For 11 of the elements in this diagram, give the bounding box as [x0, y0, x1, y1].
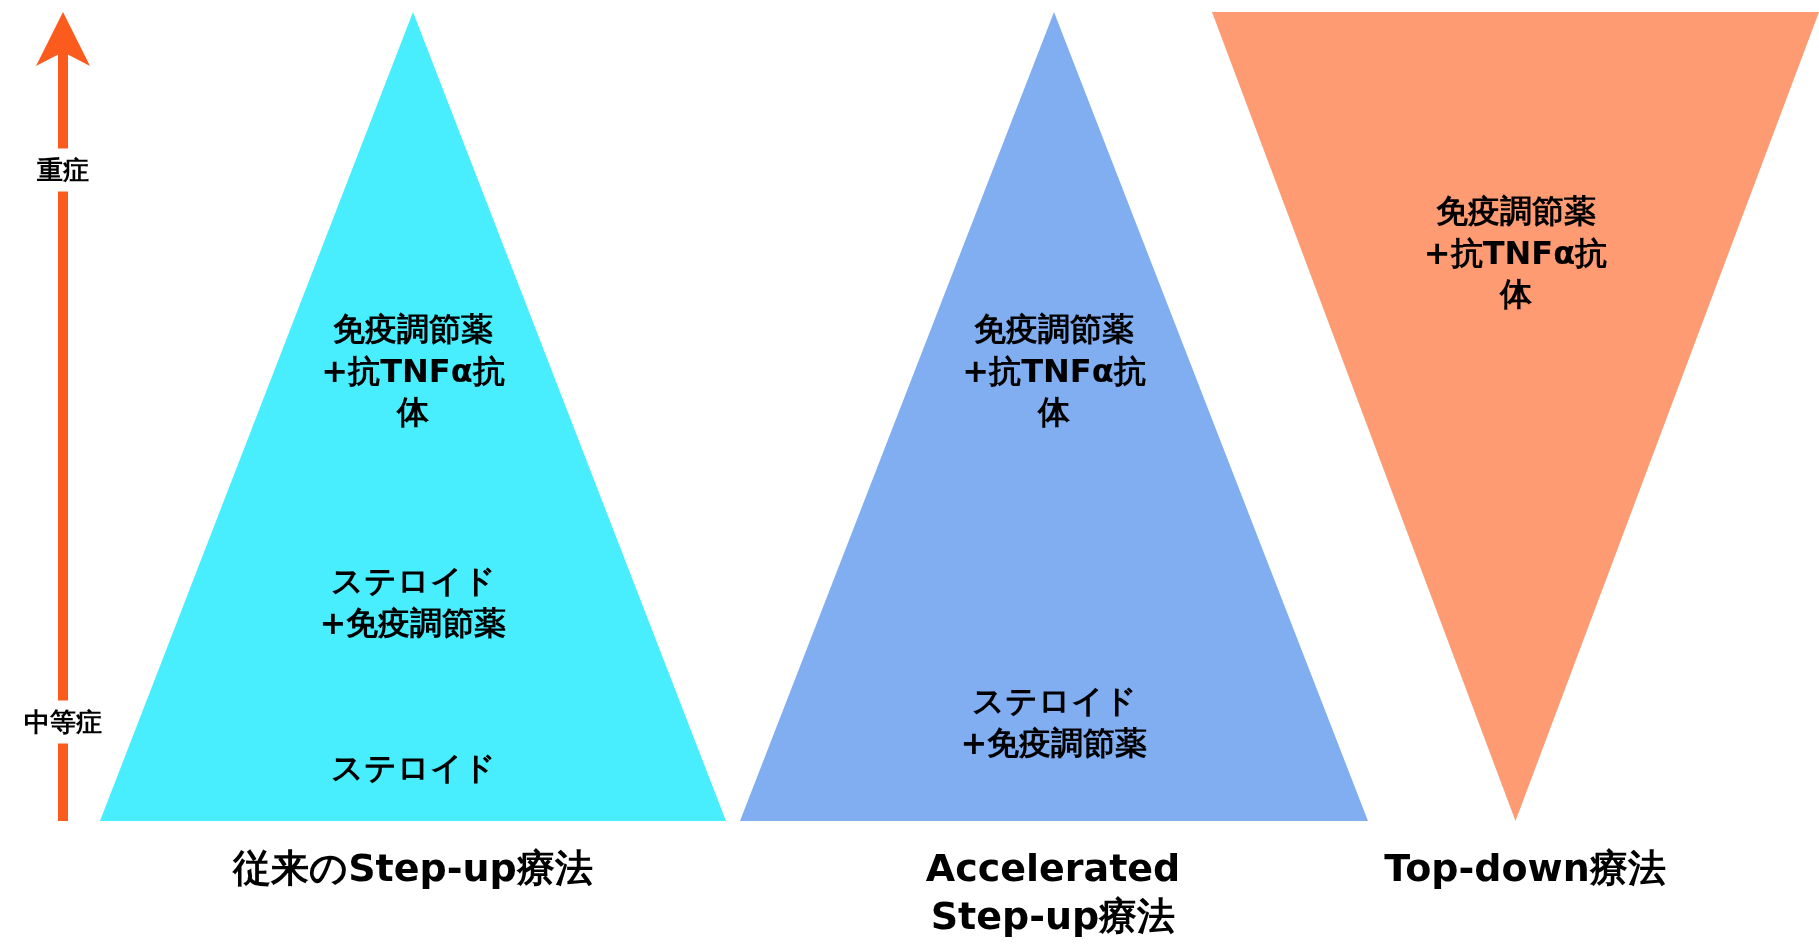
strategy-caption: Top-down療法	[1384, 845, 1666, 892]
strategy-caption: 従来のStep-up療法	[233, 845, 593, 892]
severity-label: 重症	[37, 148, 89, 192]
therapy-label: 免疫調節薬+抗TNFα抗体	[961, 308, 1147, 433]
therapy-label: 免疫調節薬+抗TNFα抗体	[1422, 190, 1609, 315]
strategy-caption: Accelerated Step-up療法	[924, 845, 1182, 940]
therapy-label: ステロイド+免疫調節薬	[959, 681, 1149, 764]
therapy-label: 免疫調節薬+抗TNFα抗体	[320, 308, 506, 433]
severity-label: 中等症	[24, 700, 102, 744]
therapy-label: ステロイド+免疫調節薬	[318, 561, 508, 644]
therapy-label: ステロイド	[329, 748, 497, 790]
